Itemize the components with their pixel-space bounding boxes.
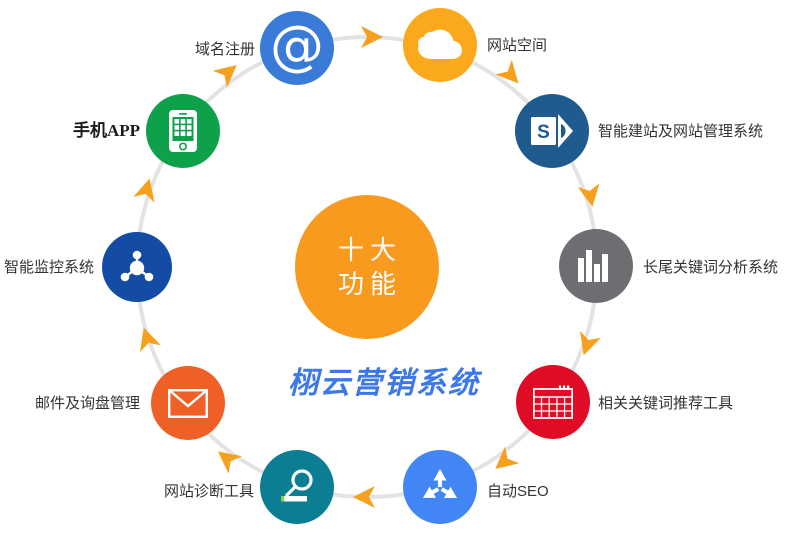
label-site-builder-cms: 智能建站及网站管理系统 xyxy=(598,123,764,140)
node-related-keyword-tool[interactable] xyxy=(516,365,590,439)
envelope-icon xyxy=(168,388,208,418)
label-web-hosting: 网站空间 xyxy=(487,37,548,54)
cloud-icon xyxy=(418,29,462,59)
sharepoint-icon: S xyxy=(531,114,573,148)
label-site-diagnostic-tool: 网站诊断工具 xyxy=(163,483,254,500)
recycle-icon xyxy=(423,469,457,498)
center-title-line2: 功能 xyxy=(337,269,402,299)
label-related-keyword-tool: 相关关键词推荐工具 xyxy=(598,395,734,412)
network-nodes-icon xyxy=(120,250,154,282)
calendar-grid-icon xyxy=(533,385,573,419)
node-intelligent-monitoring[interactable] xyxy=(102,232,172,302)
node-longtail-keyword-analysis[interactable] xyxy=(559,229,633,303)
flow-arrowheads xyxy=(133,26,601,508)
svg-text:S: S xyxy=(537,122,550,143)
label-auto-seo: 自动SEO xyxy=(487,483,549,500)
center-highlight: 十大 功能 xyxy=(295,195,439,339)
bar-chart-icon xyxy=(578,250,608,282)
node-site-builder-cms[interactable]: S xyxy=(515,94,589,168)
node-site-diagnostic-tool[interactable] xyxy=(260,450,334,524)
label-mail-inquiry-management: 邮件及询盘管理 xyxy=(34,395,140,412)
label-intelligent-monitoring: 智能监控系统 xyxy=(3,259,94,276)
label-longtail-keyword-analysis: 长尾关键词分析系统 xyxy=(643,259,779,276)
node-web-hosting[interactable] xyxy=(403,8,477,82)
center-title-line1: 十大 xyxy=(337,234,402,265)
brand-title: 栩云营销系统 xyxy=(288,366,480,401)
node-auto-seo[interactable] xyxy=(403,450,477,524)
node-domain-registration[interactable]: @ xyxy=(260,11,334,85)
at-sign-icon: @ xyxy=(270,14,324,77)
label-mobile-app: 手机APP xyxy=(72,121,140,140)
label-domain-registration: 域名注册 xyxy=(194,41,255,58)
node-mail-inquiry-management[interactable] xyxy=(151,366,225,440)
smartphone-icon xyxy=(169,110,197,152)
node-mobile-app[interactable] xyxy=(146,94,220,168)
magnifier-icon xyxy=(281,469,313,502)
